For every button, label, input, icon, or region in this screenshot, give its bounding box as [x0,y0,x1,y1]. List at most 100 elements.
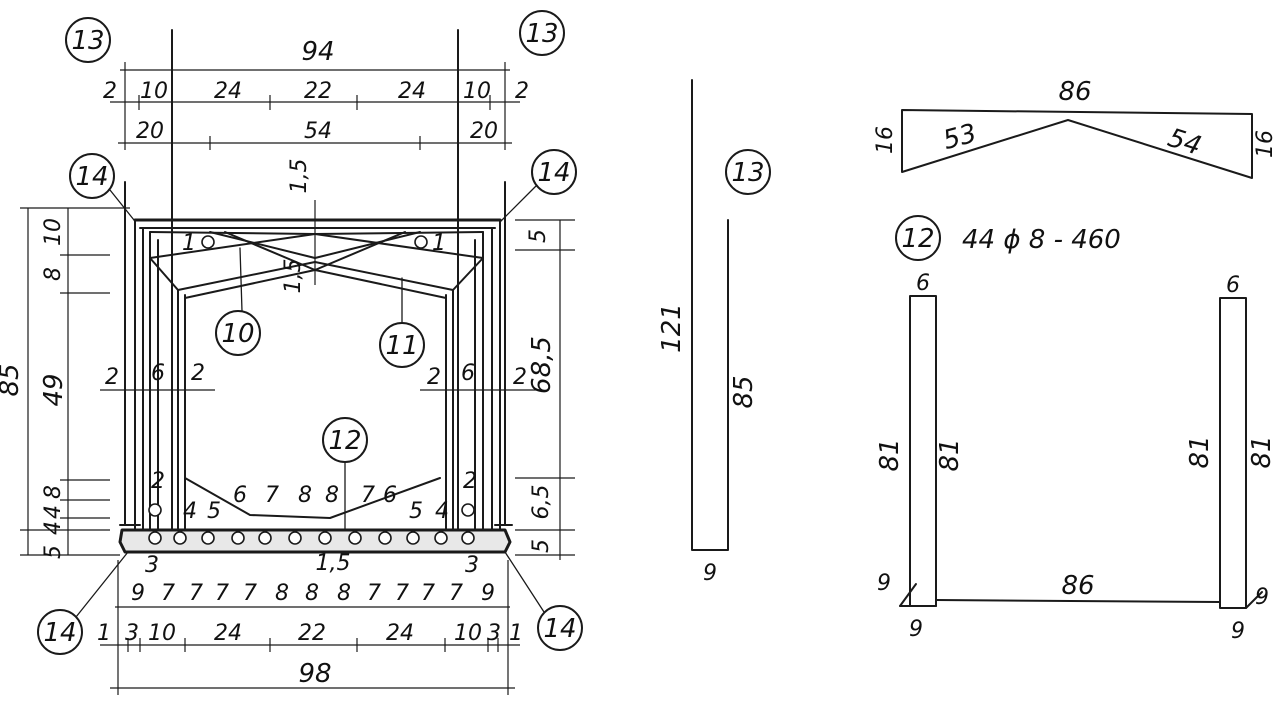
svg-text:8: 8 [275,581,289,606]
svg-text:13: 13 [71,26,104,56]
dim-inner-right-a: 2 [427,365,441,390]
dim-top-5: 24 [398,79,426,104]
bottom-haunch [184,477,441,519]
svg-text:1: 1 [97,621,111,646]
callout-13-right: 13 [519,10,565,56]
diagonal-bracing [149,231,484,299]
dim-inner-left-a: 2 [105,365,119,390]
dim-top-3: 24 [214,79,242,104]
bar14-left-side: 16 [873,126,898,154]
bar-13-detail: 121 85 9 13 [657,79,771,586]
bar12-top-left: 6 [916,271,930,296]
svg-text:14: 14 [543,614,576,644]
callout-13-bar: 13 [725,149,771,195]
bar-count-5: 7 [361,483,375,508]
bar12-leg-inner-left: 81 [935,438,965,471]
bar13-short-length: 85 [729,375,759,408]
svg-text:7: 7 [395,581,409,606]
svg-text:24: 24 [386,621,414,646]
svg-text:13: 13 [731,158,764,188]
bar12-top-right: 6 [1226,273,1240,298]
svg-text:14: 14 [43,618,76,648]
dim-right-overall: 68,5 [527,336,557,394]
bar-marker-1-right: 1 [414,231,446,256]
svg-text:7: 7 [189,581,203,606]
svg-text:9: 9 [131,581,145,606]
dim-bottom-15: 1,5 [316,551,351,576]
dim-right-65: 6,5 [529,485,554,520]
left-dimensions [20,207,215,556]
svg-text:7: 7 [243,581,257,606]
dim-top-2: 10 [140,79,168,104]
right-dimensions [515,219,575,560]
svg-text:7: 7 [367,581,381,606]
dim-left-49: 49 [39,373,69,406]
dim-top-1: 2 [103,79,117,104]
svg-text:10: 10 [221,319,254,349]
bar13-base: 9 [703,561,717,586]
bar-12-detail: 12 44 ϕ 8 - 460 6 6 81 81 81 81 86 9 9 9… [875,215,1277,644]
callout-13-left: 13 [65,17,111,63]
dim-top-row2-left: 20 [136,119,164,144]
dim-mid-15: 1,5 [281,259,306,294]
bar12-leg-inner-right: 81 [1247,435,1277,468]
dim-inner-right-b: 6 [461,361,475,386]
bar12-foot-right-b: 9 [1231,619,1245,644]
svg-text:24: 24 [214,621,242,646]
svg-text:10: 10 [148,621,176,646]
svg-text:11: 11 [385,331,418,361]
callout-11: 11 [379,277,425,368]
bar-14-detail: 86 16 16 53 54 [873,77,1278,179]
svg-text:14: 14 [537,158,570,188]
svg-text:7: 7 [161,581,175,606]
svg-text:8: 8 [337,581,351,606]
dim-inner-right-c: 2 [513,365,527,390]
dim-top-7: 2 [515,79,529,104]
bottom-slab [118,503,512,554]
dim-inner-left-b: 6 [151,361,165,386]
dim-top-4: 22 [304,79,332,104]
dim-top-6: 10 [463,79,491,104]
bar12-spec: 44 ϕ 8 - 460 [962,225,1121,255]
bar12-leg-outer-left: 81 [875,438,905,471]
bar12-leg-outer-right: 81 [1185,435,1215,468]
dim-left-4a: 4 [41,505,66,519]
cross-section-drawing: 13 13 94 2 10 24 22 24 [0,10,583,695]
bar-small-left-3: 5 [207,499,221,524]
callout-12-section: 12 [322,417,368,531]
callout-10: 10 [215,247,261,356]
bar12-foot-right-a: 9 [1255,585,1269,610]
bar-small-right-2: 4 [435,499,449,524]
dim-bottom-overall: 98 [298,659,331,689]
dim-left-10: 10 [41,218,66,246]
svg-text:12: 12 [328,426,361,456]
dim-right-5b: 5 [529,539,554,553]
dim-inner-left-c: 2 [191,361,205,386]
dim-top-15: 1,5 [287,159,312,194]
callout-14-upper-left: 14 [69,153,135,221]
svg-text:22: 22 [298,621,326,646]
bottom-dimensions [100,560,520,695]
callout-14-upper-right: 14 [499,149,577,223]
bar-count-3: 8 [298,483,312,508]
svg-text:1: 1 [509,621,523,646]
bar-small-left-1: 2 [151,469,165,494]
dim-bottom-three-left: 3 [145,553,159,578]
dim-left-overall: 85 [0,363,25,396]
dim-left-4b: 4 [41,521,66,535]
svg-text:3: 3 [487,621,501,646]
dim-left-8: 8 [41,267,66,281]
svg-text:10: 10 [454,621,482,646]
inner-walls [149,231,484,531]
bar-count-6: 6 [383,483,397,508]
svg-text:7: 7 [421,581,435,606]
bar-small-right-3: 2 [463,469,477,494]
svg-text:7: 7 [215,581,229,606]
outer-frame [119,181,513,531]
svg-text:13: 13 [525,19,558,49]
bar-count-2: 7 [265,483,279,508]
bar-count-1: 6 [233,483,247,508]
bar13-long-length: 121 [657,303,687,353]
bar-small-left-2: 4 [183,499,197,524]
